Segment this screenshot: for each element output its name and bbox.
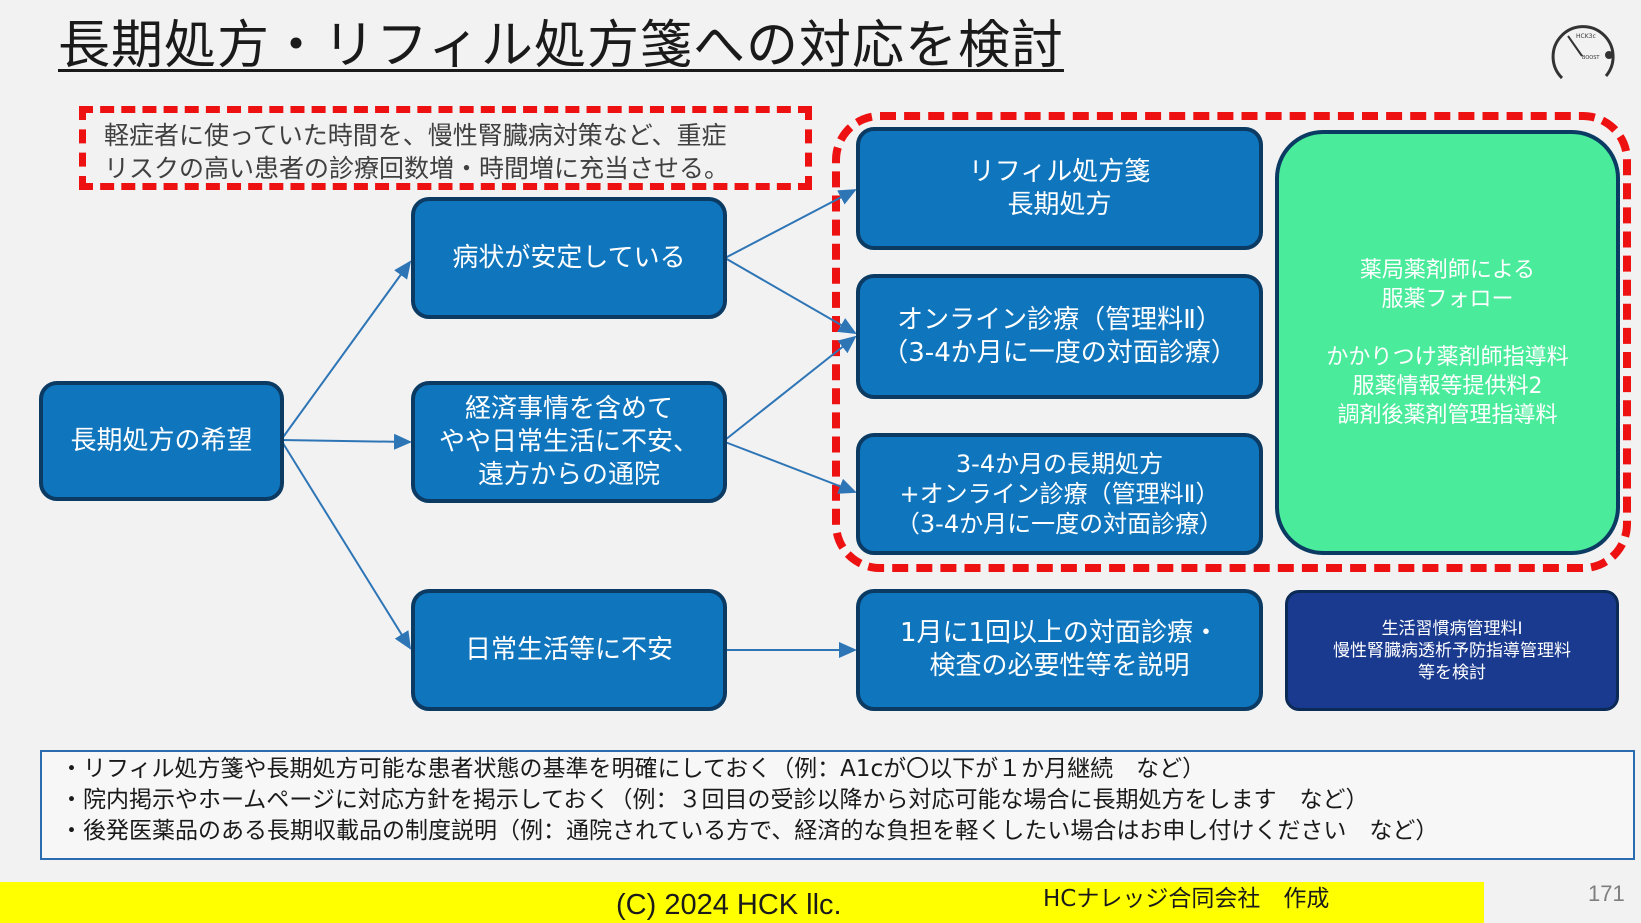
note-line-1: ・リフィル処方箋や長期処方可能な患者状態の基準を明確にしておく（例：A1cが〇以… <box>60 756 1206 782</box>
box-refill-prescription: リフィル処方箋 長期処方 <box>856 127 1263 250</box>
box-online-care: オンライン診療（管理料Ⅱ） （3-4か月に一度の対面診療） <box>856 274 1263 399</box>
box-long-term-request: 長期処方の希望 <box>39 381 284 501</box>
footer-copyright: (C) 2024 HCK llc. <box>616 889 842 921</box>
note-line-3: ・後発医薬品のある長期収載品の制度説明（例：通院されている方で、経済的な負担を軽… <box>60 818 1439 844</box>
arrow-stable-refill <box>724 189 857 259</box>
arrow-root-stable <box>280 260 412 441</box>
callout-box: 軽症者に使っていた時間を、慢性腎臓病対策など、重症 リスクの高い患者の診療回数増… <box>79 106 812 190</box>
notes-box: ・リフィル処方箋や長期処方可能な患者状態の基準を明確にしておく（例：A1cが〇以… <box>40 750 1635 860</box>
box-management-fee: 生活習慣病管理料Ⅰ 慢性腎臓病透析予防指導管理料 等を検討 <box>1285 590 1619 711</box>
arrow-economic-online <box>724 335 857 441</box>
note-line-2: ・院内掲示やホームページに対応方針を掲示しておく（例：３回目の受診以降から対応可… <box>60 787 1369 813</box>
page-number: 171 <box>1588 881 1625 906</box>
box-pharmacist-follow: 薬局薬剤師による 服薬フォロー かかりつけ薬剤師指導料 服薬情報等提供料2 調剤… <box>1275 130 1620 555</box>
arrow-stable-online <box>724 257 857 334</box>
box-daily-life-anxiety: 日常生活等に不安 <box>411 589 727 711</box>
footer-company: HCナレッジ合同会社 作成 <box>1043 886 1330 912</box>
logo-text-bottom: BOOST <box>1582 55 1600 61</box>
box-economic-distance: 経済事情を含めて やや日常生活に不安、 遠方からの通院 <box>411 381 727 503</box>
box-stable-condition: 病状が安定している <box>411 197 727 319</box>
callout-line-1: 軽症者に使っていた時間を、慢性腎臓病対策など、重症 <box>104 121 727 150</box>
arrow-root-anxious <box>280 439 412 650</box>
arrow-economic-long <box>724 441 857 494</box>
box-monthly-visit: 1月に1回以上の対面診療・ 検査の必要性等を説明 <box>856 589 1263 711</box>
footer-bar <box>0 882 1484 923</box>
callout-line-2: リスクの高い患者の診療回数増・時間増に充当させる。 <box>104 154 730 183</box>
page-title: 長期処方・リフィル処方箋への対応を検討 <box>58 16 1064 76</box>
highlight-region <box>832 112 1631 572</box>
logo-text-top: HCK3c <box>1576 33 1596 40</box>
box-long-term-online: 3-4か月の長期処方 +オンライン診療（管理料Ⅱ） （3-4か月に一度の対面診療… <box>856 433 1263 555</box>
arrow-root-economic <box>280 433 412 450</box>
logo-gauge-icon: HCK3c BOOST <box>1551 25 1615 80</box>
